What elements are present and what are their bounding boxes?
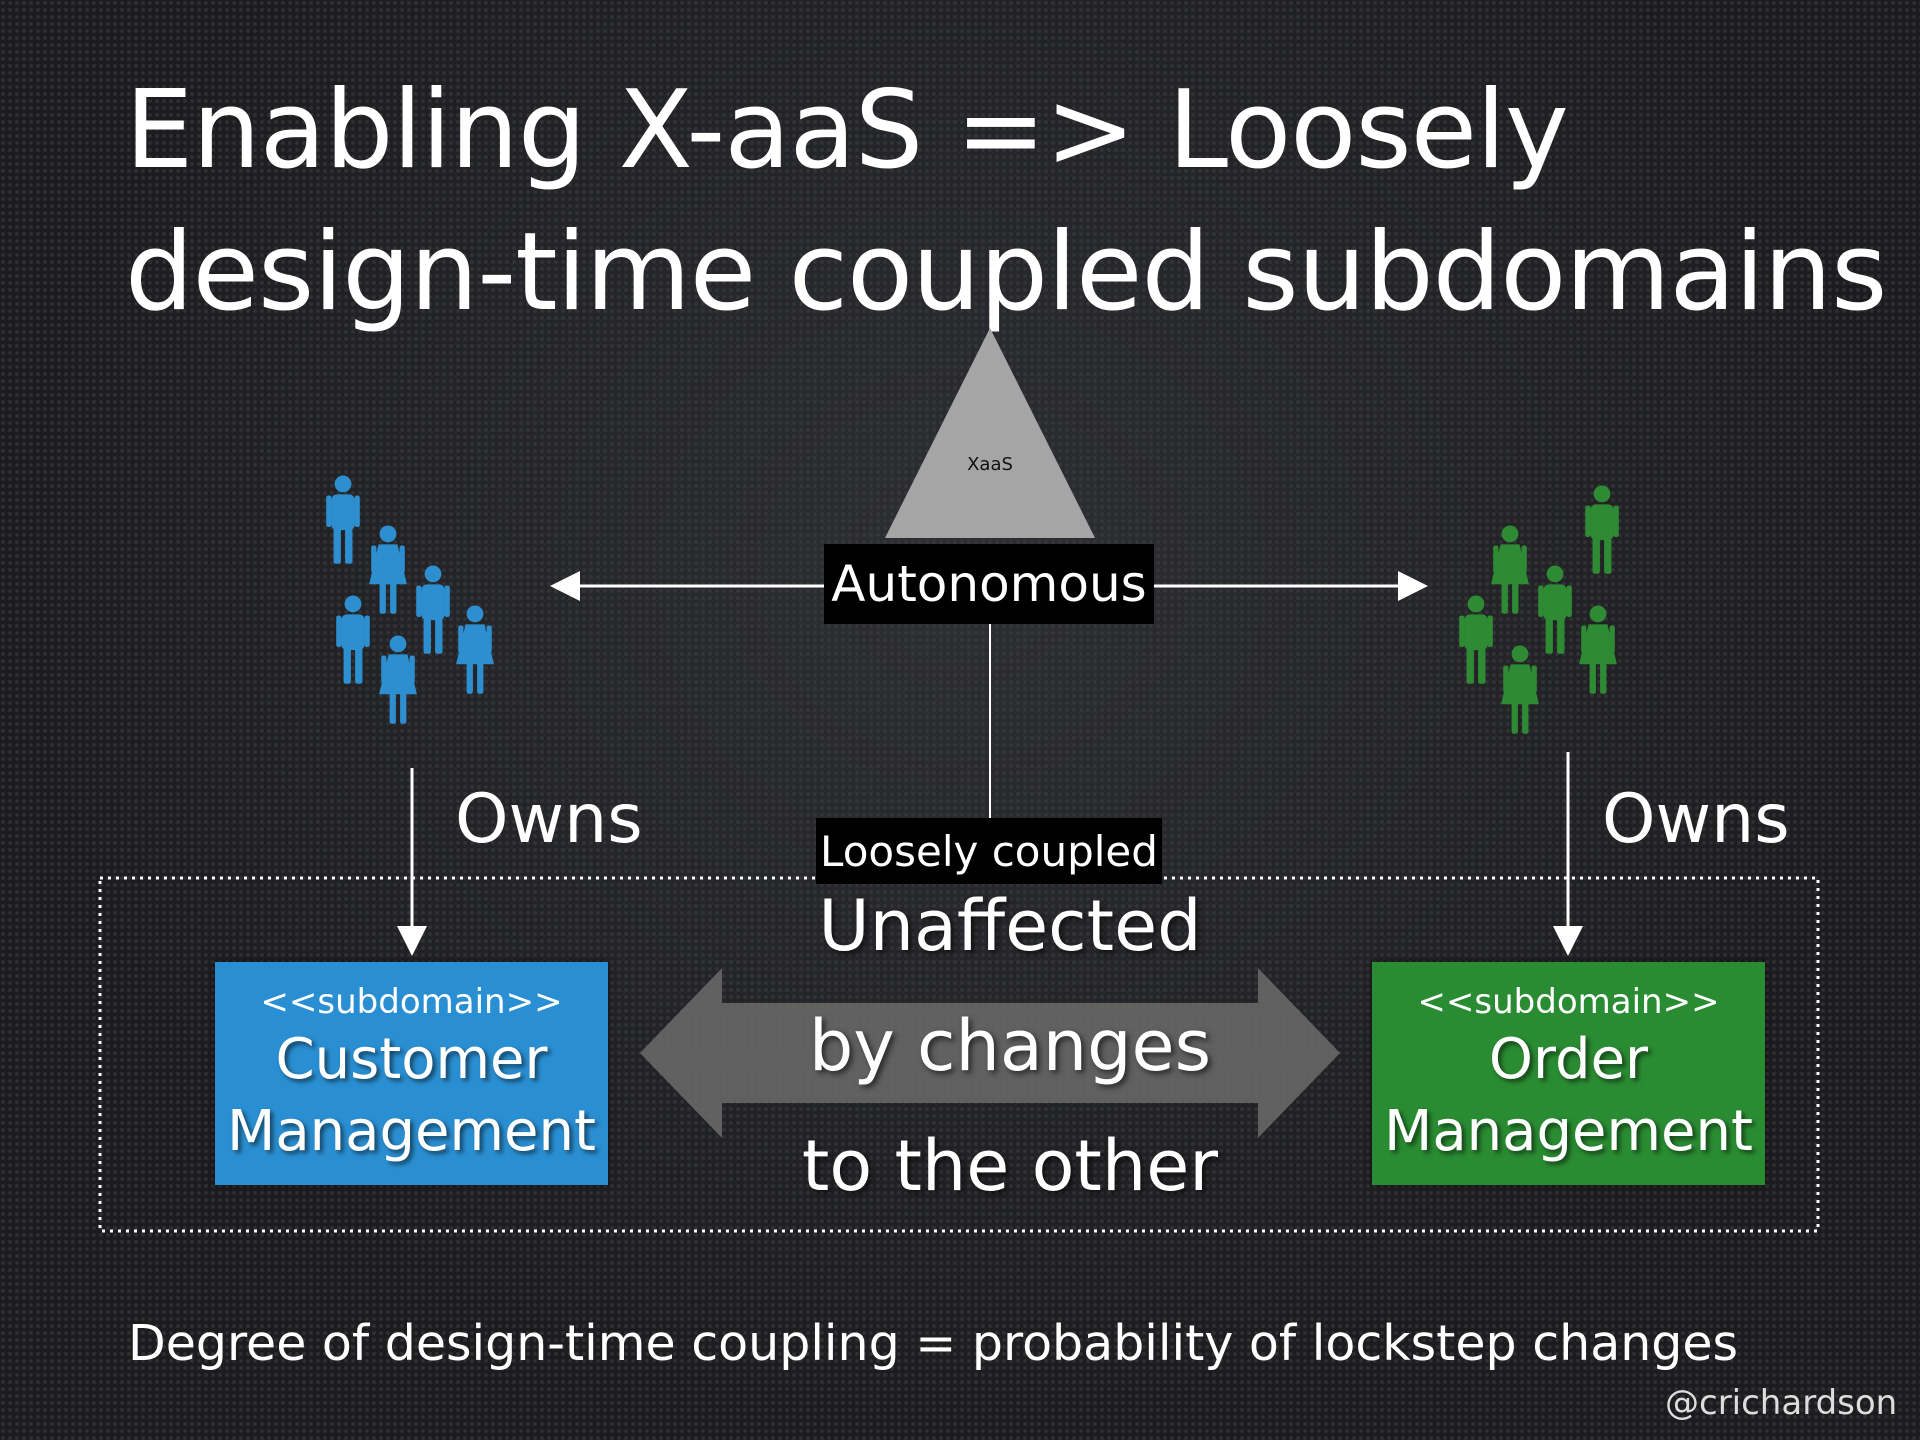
- order-management-subdomain: <<subdomain>> Order Management: [1372, 962, 1765, 1185]
- customer-management-subdomain: <<subdomain>> Customer Management: [215, 962, 608, 1185]
- subdomain-name-line-1: Order: [1488, 1026, 1649, 1092]
- subdomain-stereotype: <<subdomain>>: [1417, 981, 1720, 1022]
- author-handle: @crichardson: [1665, 1383, 1898, 1423]
- center-text-line-1: Unaffected: [818, 885, 1202, 967]
- title-line-2: design-time coupled subdomains: [125, 210, 1887, 335]
- center-text-line-2: by changes: [808, 1005, 1212, 1087]
- subdomain-name-line-1: Customer: [275, 1026, 548, 1092]
- owns-label-right: Owns: [1602, 780, 1790, 859]
- loosely-coupled-label: Loosely coupled: [816, 818, 1162, 884]
- subdomain-name-line-2: Management: [1384, 1098, 1753, 1164]
- team-blue-people-icon: [326, 475, 494, 724]
- slide-title: Enabling X-aaS => Loosely design-time co…: [125, 60, 1887, 344]
- autonomous-label: Autonomous: [824, 544, 1154, 624]
- title-line-1: Enabling X-aaS => Loosely: [125, 68, 1569, 193]
- xaas-label: XaaS: [967, 454, 1013, 475]
- subdomain-stereotype: <<subdomain>>: [260, 981, 563, 1022]
- footer-caption: Degree of design-time coupling = probabi…: [128, 1315, 1739, 1372]
- xaas-triangle: [885, 328, 1095, 538]
- center-text-line-3: to the other: [801, 1125, 1219, 1207]
- subdomain-name-line-2: Management: [227, 1098, 596, 1164]
- bidirectional-arrow: [640, 968, 1340, 1138]
- owns-label-left: Owns: [455, 780, 643, 859]
- team-green-people-icon: [1459, 485, 1619, 734]
